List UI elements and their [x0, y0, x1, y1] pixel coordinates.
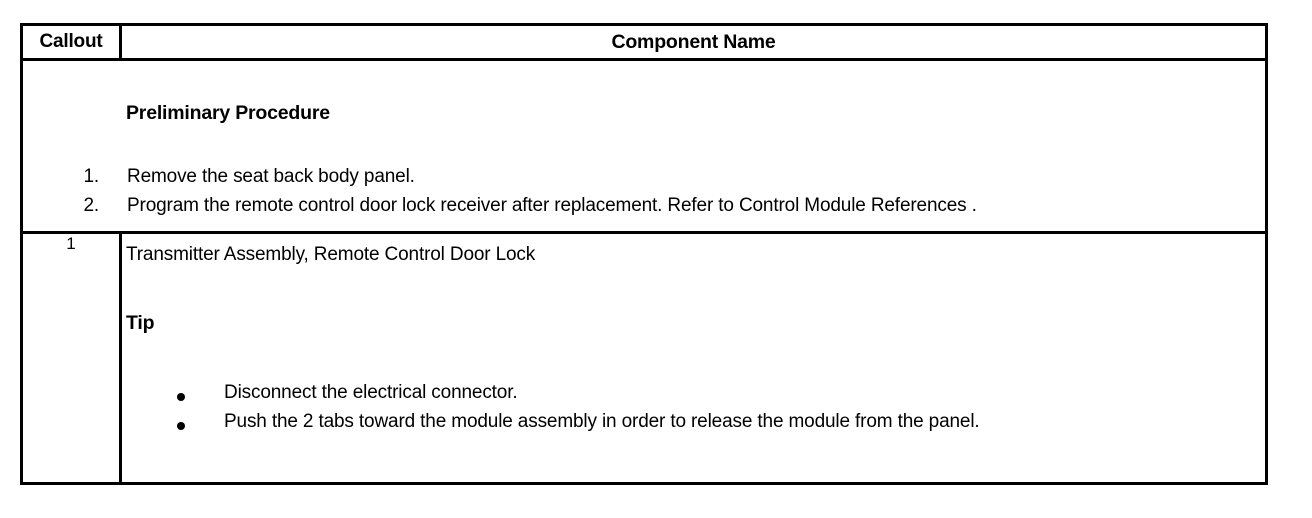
list-item: Push the 2 tabs toward the module assemb… — [122, 411, 1265, 440]
table-row: 1 Transmitter Assembly, Remote Control D… — [20, 231, 1268, 485]
preliminary-step-list: 1. Remove the seat back body panel. 2. P… — [23, 166, 1265, 224]
preliminary-procedure-row: Preliminary Procedure 1. Remove the seat… — [20, 58, 1268, 234]
callout-number-cell: 1 — [20, 231, 122, 485]
component-name-text: Transmitter Assembly, Remote Control Doo… — [126, 244, 536, 265]
list-item: 2. Program the remote control door lock … — [23, 195, 1265, 224]
step-number: 1. — [83, 166, 99, 187]
bullet-icon — [177, 422, 185, 430]
bullet-icon — [177, 393, 185, 401]
tip-heading: Tip — [126, 312, 155, 334]
preliminary-procedure-cell: Preliminary Procedure 1. Remove the seat… — [20, 58, 1268, 234]
header-cell-callout: Callout — [20, 23, 122, 61]
tip-text: Disconnect the electrical connector. — [224, 382, 518, 403]
list-item: Disconnect the electrical connector. — [122, 382, 1265, 411]
list-item: 1. Remove the seat back body panel. — [23, 166, 1265, 195]
tip-text: Push the 2 tabs toward the module assemb… — [224, 411, 980, 432]
table-header-row: Callout Component Name — [20, 23, 1268, 61]
header-cell-component-name: Component Name — [119, 23, 1268, 61]
step-number: 2. — [83, 195, 99, 216]
tip-bullet-list: Disconnect the electrical connector. Pus… — [122, 382, 1265, 440]
step-text: Program the remote control door lock rec… — [127, 195, 977, 216]
component-callout-table: Callout Component Name Preliminary Proce… — [20, 23, 1268, 485]
component-detail-cell: Transmitter Assembly, Remote Control Doo… — [119, 231, 1268, 485]
step-text: Remove the seat back body panel. — [127, 166, 415, 187]
preliminary-procedure-title: Preliminary Procedure — [126, 102, 330, 124]
